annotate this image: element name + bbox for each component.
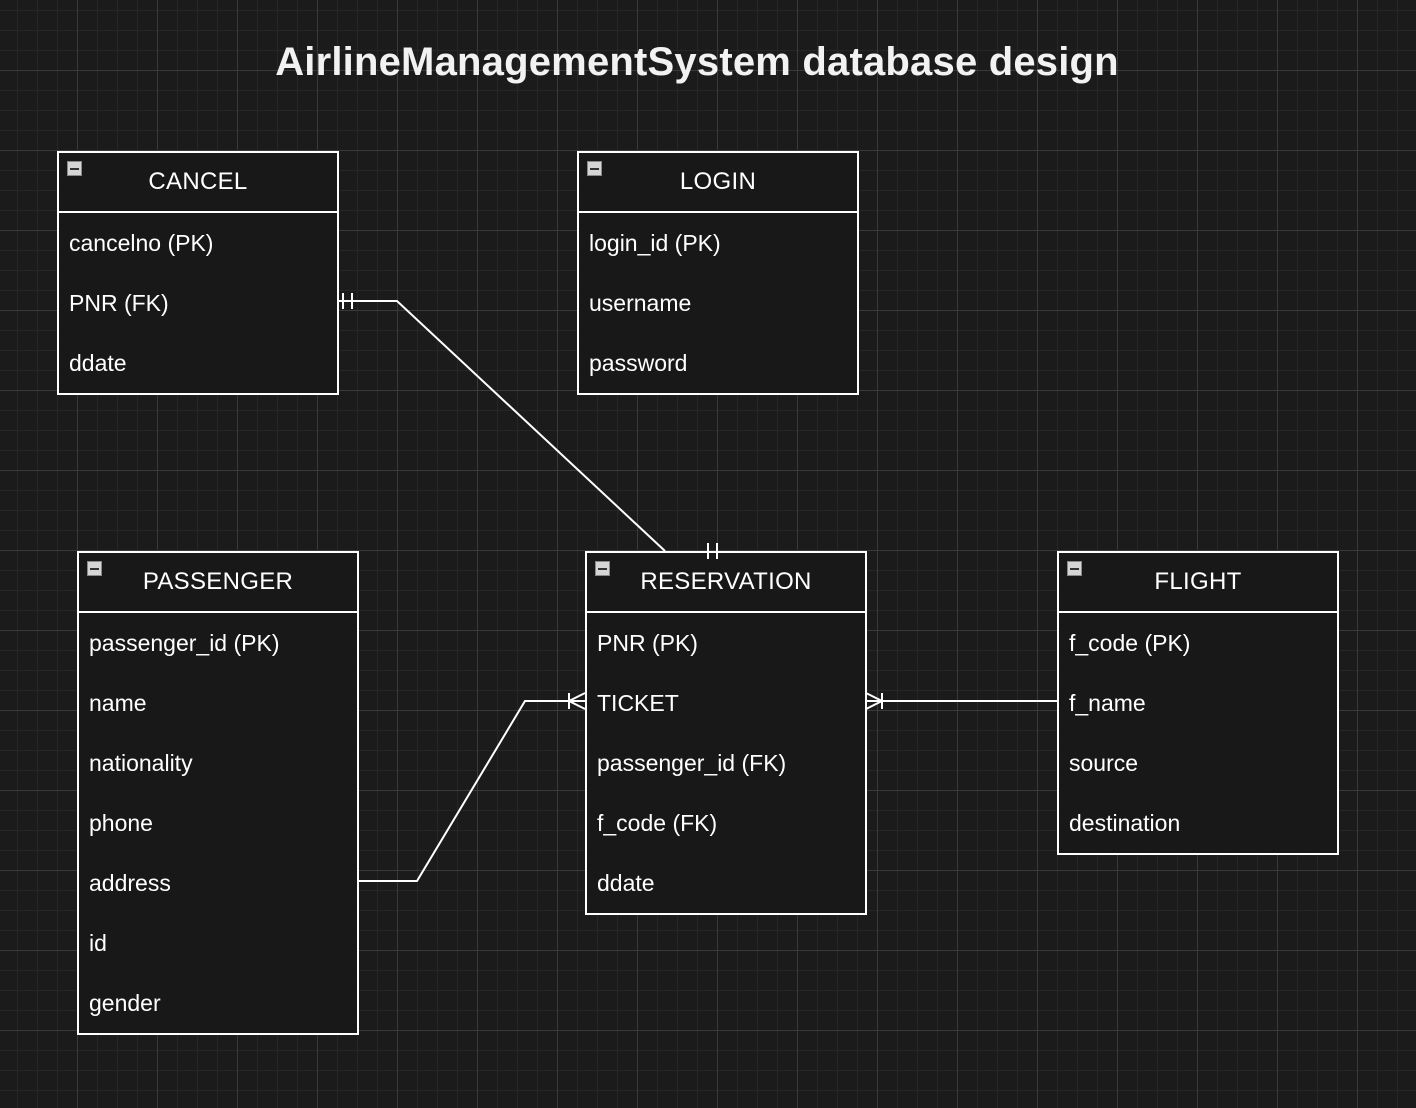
collapse-icon[interactable] [595,561,610,576]
entity-cancel[interactable]: CANCEL cancelno (PK) PNR (FK) ddate [57,151,339,395]
collapse-icon[interactable] [1067,561,1082,576]
attribute-f-code[interactable]: f_code (PK) [1069,630,1191,656]
entity-login-header[interactable]: LOGIN [579,153,857,213]
attribute-f-name[interactable]: f_name [1069,690,1146,716]
attribute-gender[interactable]: gender [89,990,161,1016]
entity-flight[interactable]: FLIGHT f_code (PK) f_name source destina… [1057,551,1339,855]
attribute-address[interactable]: address [89,870,171,896]
collapse-icon[interactable] [87,561,102,576]
diagram-title: AirlineManagementSystem database design [275,40,1119,84]
crowfoot-icon [568,692,586,702]
attribute-nationality[interactable]: nationality [89,750,193,776]
attribute-f-code-fk[interactable]: f_code (FK) [597,810,718,836]
entity-reservation-attributes: PNR (PK) TICKET passenger_id (FK) f_code… [587,613,865,913]
entity-flight-attributes: f_code (PK) f_name source destination [1059,613,1337,853]
entity-flight-name: FLIGHT [1154,568,1242,595]
entity-reservation[interactable]: RESERVATION PNR (PK) TICKET passenger_id… [585,551,867,915]
attribute-passenger-id-fk[interactable]: passenger_id (FK) [597,750,787,776]
entity-passenger[interactable]: PASSENGER passenger_id (PK) name nationa… [77,551,359,1035]
entity-login[interactable]: LOGIN login_id (PK) username password [577,151,859,395]
crowfoot-icon [568,700,586,710]
entity-passenger-attributes: passenger_id (PK) name nationality phone… [79,613,357,1033]
entity-login-attributes: login_id (PK) username password [579,213,857,393]
attribute-ddate[interactable]: ddate [597,870,655,896]
attribute-password[interactable]: password [589,350,688,376]
attribute-ticket[interactable]: TICKET [597,690,679,716]
entity-cancel-attributes: cancelno (PK) PNR (FK) ddate [59,213,337,393]
entity-flight-header[interactable]: FLIGHT [1059,553,1337,613]
attribute-ddate[interactable]: ddate [69,350,127,376]
entity-cancel-name: CANCEL [148,168,248,195]
attribute-passenger-id[interactable]: passenger_id (PK) [89,630,280,656]
attribute-id[interactable]: id [89,930,107,956]
attribute-name[interactable]: name [89,690,147,716]
attribute-pnr-pk[interactable]: PNR (PK) [597,630,698,656]
attribute-pnr-fk[interactable]: PNR (FK) [69,290,169,316]
entity-reservation-header[interactable]: RESERVATION [587,553,865,613]
collapse-icon[interactable] [67,161,82,176]
attribute-source[interactable]: source [1069,750,1139,776]
entity-passenger-name: PASSENGER [142,568,294,595]
entity-cancel-header[interactable]: CANCEL [59,153,337,213]
relationship-passenger-reservation-line[interactable] [358,700,585,882]
relationship-cancel-reservation-line[interactable] [338,300,666,552]
attribute-login-id[interactable]: login_id (PK) [589,230,721,256]
entity-login-name: LOGIN [679,168,757,195]
entity-reservation-name: RESERVATION [640,568,812,595]
attribute-destination[interactable]: destination [1069,810,1181,836]
collapse-icon[interactable] [587,161,602,176]
attribute-phone[interactable]: phone [89,810,153,836]
crowfoot-icon [865,692,883,702]
attribute-cancelno[interactable]: cancelno (PK) [69,230,214,256]
crowfoot-icon [865,700,883,710]
attribute-username[interactable]: username [589,290,692,316]
entity-passenger-header[interactable]: PASSENGER [79,553,357,613]
